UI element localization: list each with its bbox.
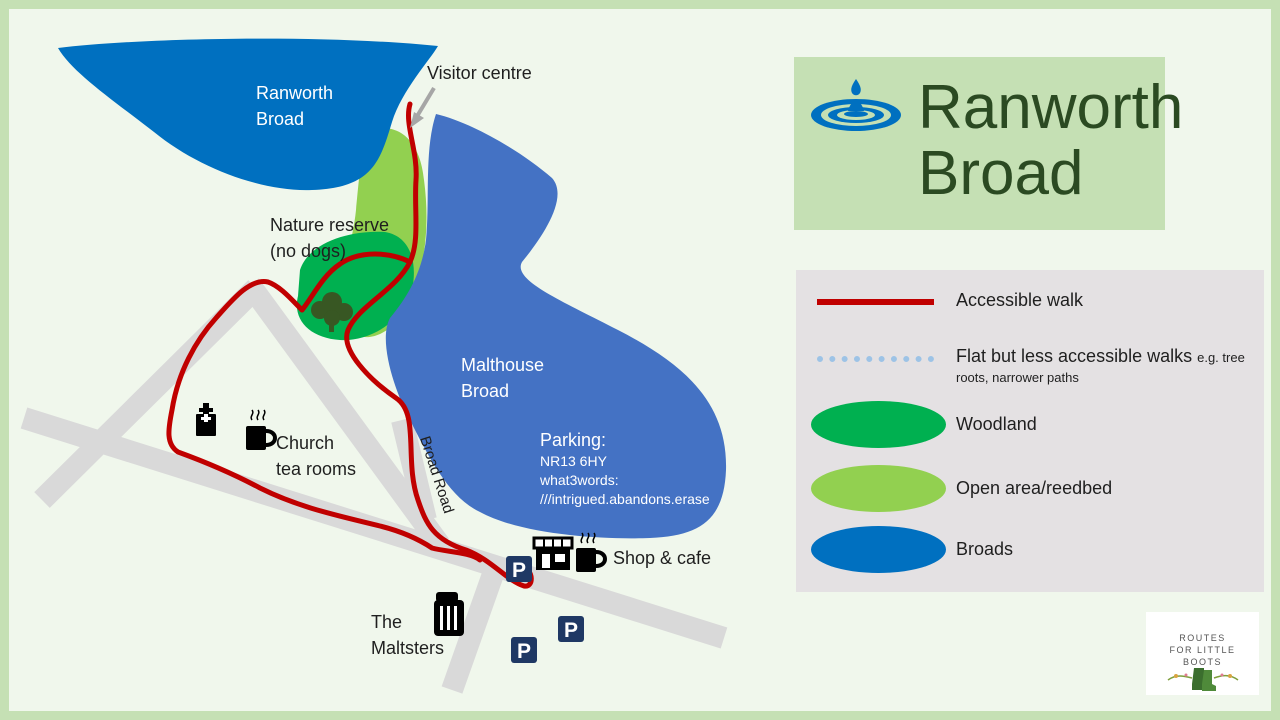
legend-label: Accessible walk bbox=[956, 290, 1084, 310]
ripple-icon bbox=[811, 79, 901, 131]
legend-swatch-red-line bbox=[817, 299, 934, 305]
coffee-cup-icon bbox=[576, 532, 607, 572]
parking-w3w-label: what3words: bbox=[540, 472, 619, 488]
nature-reserve-label: Nature reserve(no dogs) bbox=[270, 215, 390, 261]
title-panel: Ranworth Broad bbox=[794, 57, 1183, 230]
routes-for-little-boots-logo: ROUTES FOR LITTLE BOOTS bbox=[1146, 612, 1259, 695]
parking-icon: P bbox=[558, 616, 584, 642]
legend-swatch-woodland bbox=[811, 401, 946, 448]
parking-heading: Parking: bbox=[540, 430, 607, 450]
ranworth-broad-water bbox=[58, 38, 438, 191]
parking-postcode: NR13 6HY bbox=[540, 453, 607, 469]
legend-label: Broads bbox=[956, 539, 1014, 559]
side-road-lower bbox=[441, 556, 509, 694]
legend-swatch-broads bbox=[811, 526, 946, 573]
svg-text:P: P bbox=[512, 559, 526, 582]
arrow-icon bbox=[410, 86, 436, 128]
visitor-centre-label: Visitor centre bbox=[427, 63, 532, 83]
parking-icon: P bbox=[506, 556, 532, 582]
legend-swatch-reedbed bbox=[811, 465, 946, 512]
shop-cafe-label: Shop & cafe bbox=[613, 548, 712, 568]
pub-icon bbox=[434, 592, 464, 636]
malthouse-broad-water bbox=[385, 114, 727, 539]
tree-icon bbox=[311, 292, 353, 332]
parking-info: Parking: NR13 6HY what3words: ///intrigu… bbox=[540, 428, 710, 509]
church-icon bbox=[196, 403, 216, 436]
logo-text: ROUTES FOR LITTLE BOOTS bbox=[1169, 633, 1236, 667]
parking-w3w-value: ///intrigued.abandons.erase bbox=[540, 491, 710, 507]
roads bbox=[20, 278, 728, 694]
legend-label: Flat but less accessible walks e.g. tree bbox=[956, 346, 1245, 366]
legend-swatch-dotted-line bbox=[817, 356, 934, 362]
legend-label: Open area/reedbed bbox=[956, 478, 1113, 498]
parking-icon: P bbox=[511, 637, 537, 663]
coffee-cup-icon bbox=[246, 409, 277, 450]
page-title: Ranworth Broad bbox=[918, 73, 1184, 208]
accessible-walk-route bbox=[166, 101, 534, 589]
shop-icon bbox=[532, 536, 574, 570]
boots-icon bbox=[1167, 668, 1239, 691]
svg-text:P: P bbox=[564, 619, 578, 642]
legend-panel: Accessible walk Flat but less accessible… bbox=[796, 270, 1264, 592]
legend-note: roots, narrower paths bbox=[956, 370, 1079, 385]
svg-text:P: P bbox=[517, 640, 531, 663]
main-road bbox=[20, 407, 728, 649]
church-lane bbox=[34, 280, 264, 508]
legend-label: Woodland bbox=[956, 414, 1037, 434]
broad-road bbox=[241, 278, 449, 552]
